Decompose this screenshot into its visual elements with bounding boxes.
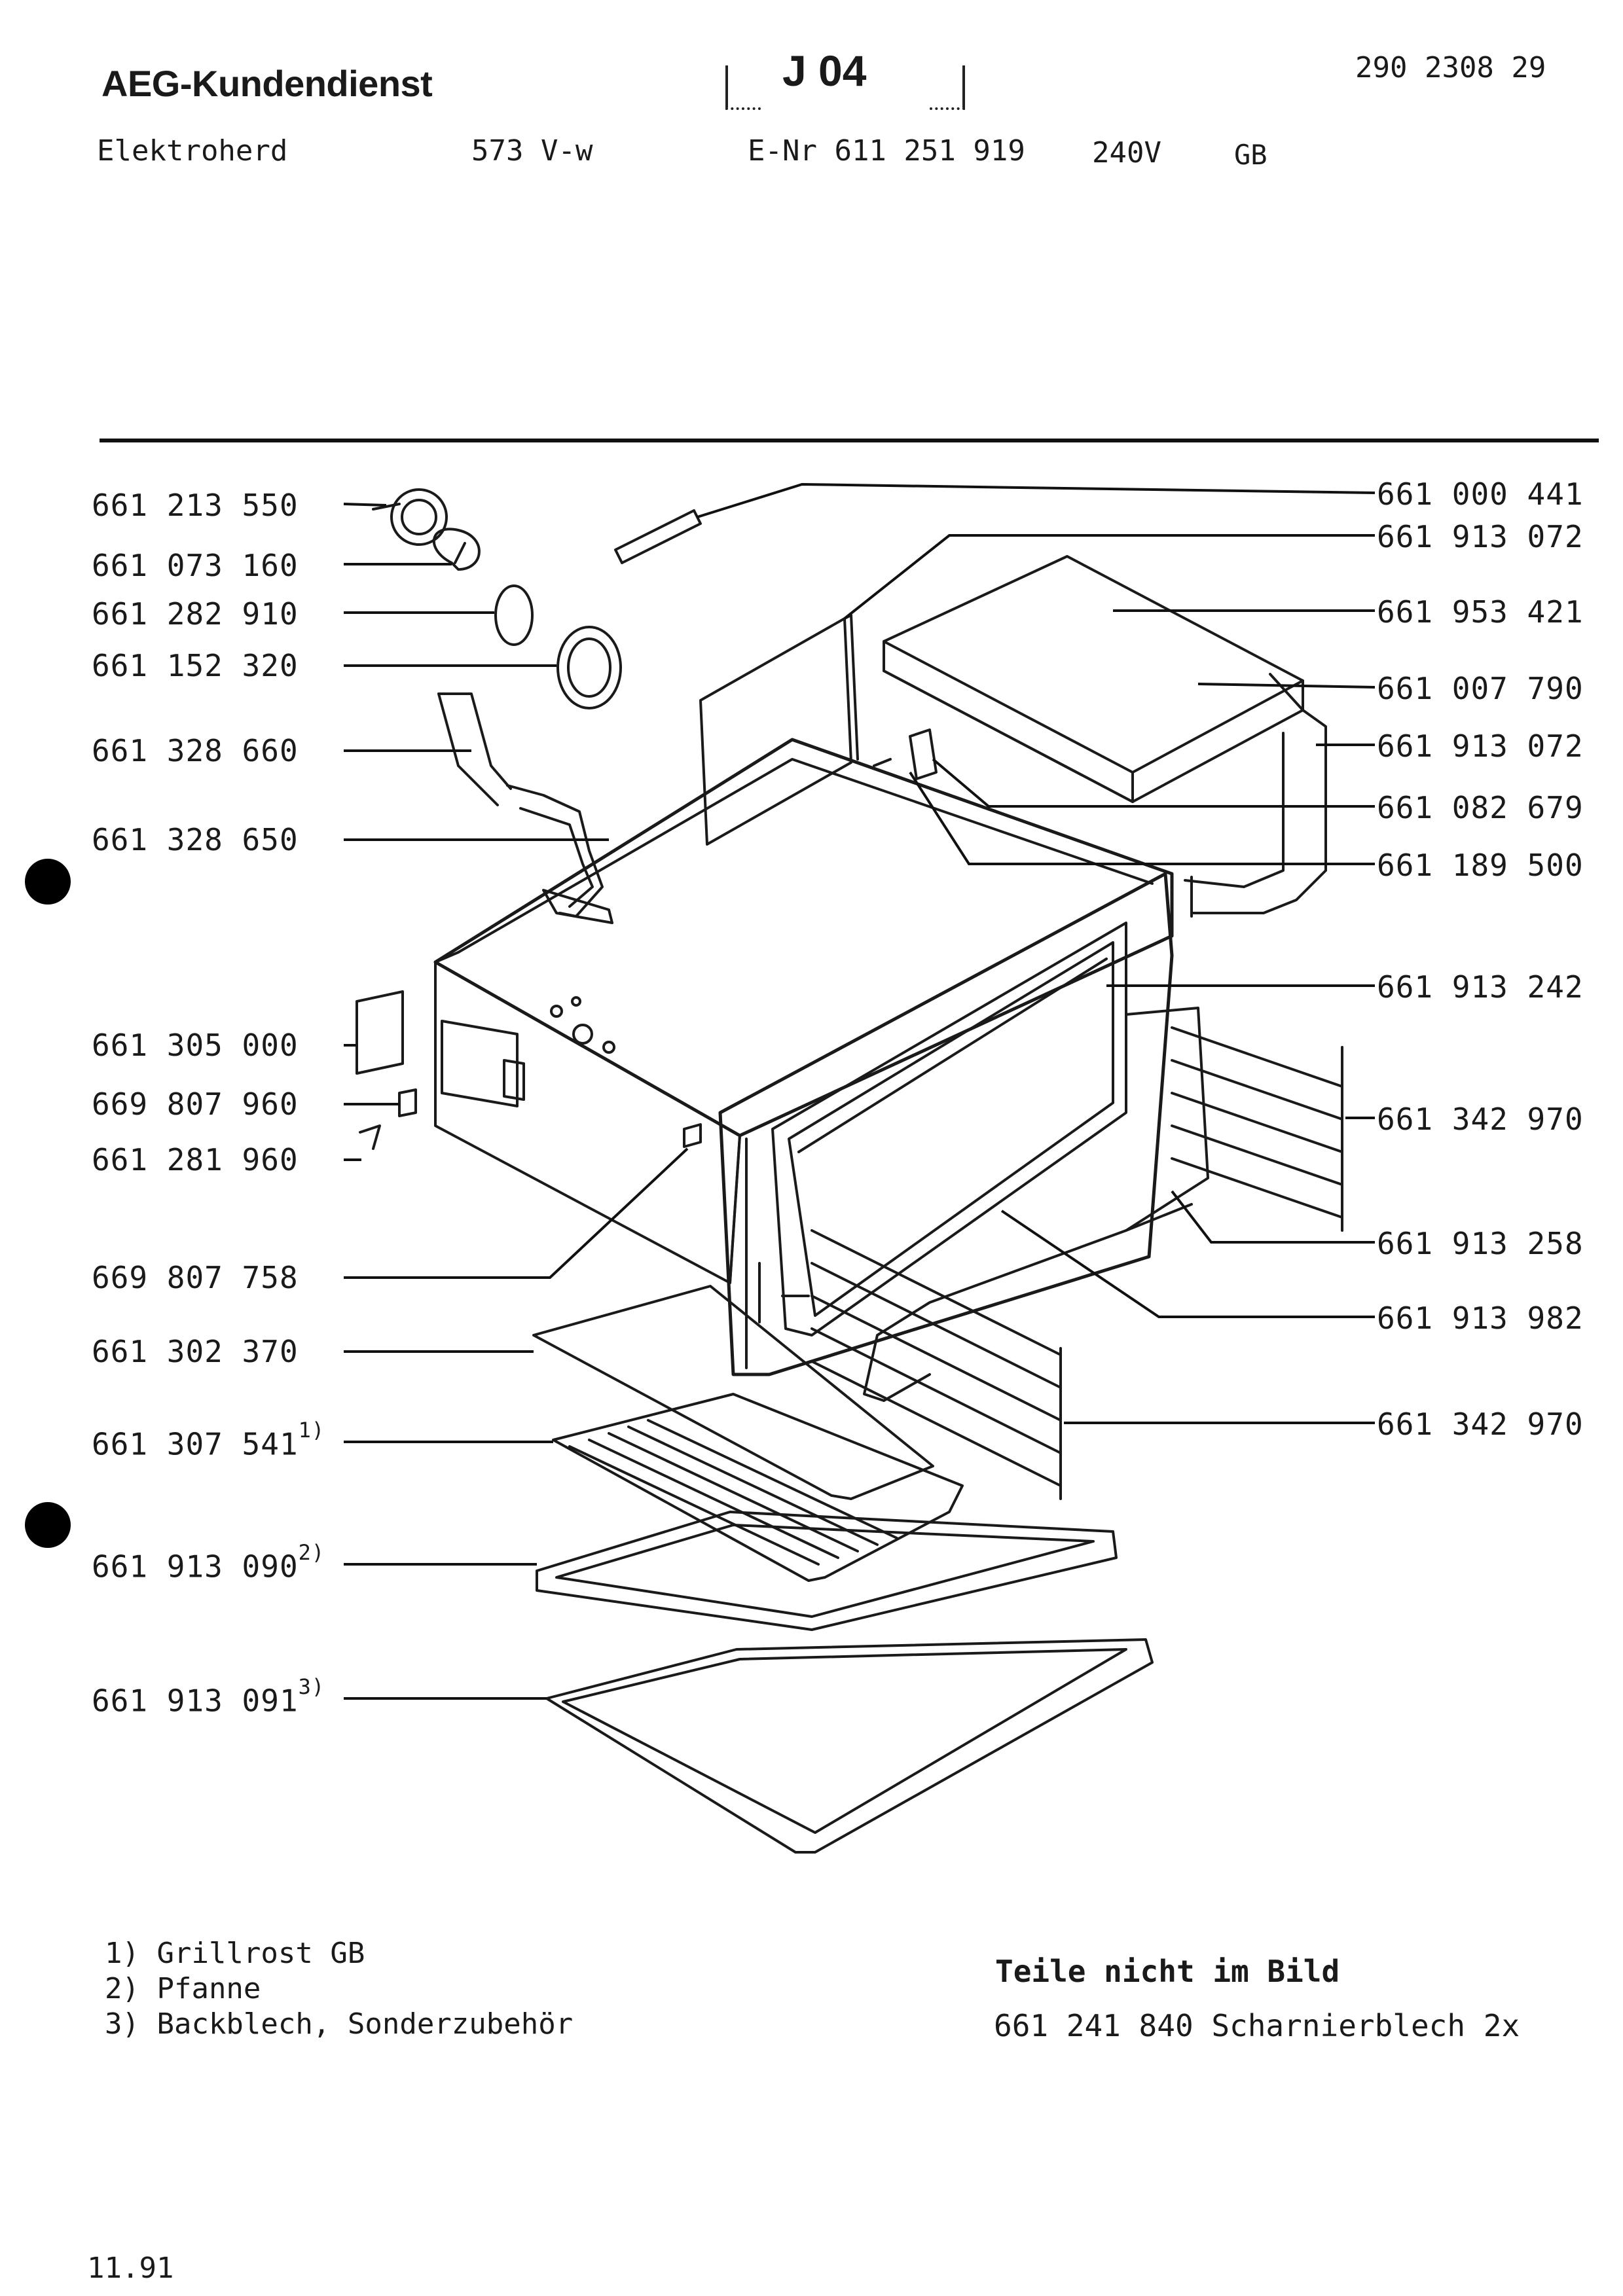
punch-hole <box>25 859 71 905</box>
document-number: 290 2308 29 <box>1355 51 1546 84</box>
leader-lines-right <box>697 482 1376 1424</box>
hinge-part <box>909 728 938 780</box>
brand-title: AEG-Kundendienst <box>101 63 433 104</box>
part-number-left: 661 913 0913) <box>92 1674 325 1719</box>
screw-part-2 <box>873 758 892 767</box>
part-number-left: 661 307 5411) <box>92 1418 325 1462</box>
insulation-block <box>883 555 1327 918</box>
part-number-right: 661 913 072 <box>1377 519 1584 554</box>
part-number-right: 661 082 679 <box>1377 790 1584 825</box>
rear-panel <box>699 614 859 846</box>
punch-hole <box>25 1502 71 1548</box>
side-rail-right <box>1171 1026 1343 1232</box>
clip-part-2 <box>683 1123 702 1148</box>
footnote-ref: 2) <box>298 1540 325 1565</box>
part-number-left: 661 073 160 <box>92 548 299 583</box>
footnote-1: 1) Grillrost GB <box>105 1937 365 1970</box>
footnote-3: 3) Backblech, Sonderzubehör <box>105 2007 574 2041</box>
part-number-left: 661 305 000 <box>92 1028 299 1063</box>
part-number-right: 661 953 421 <box>1377 594 1584 630</box>
voltage: 240V <box>1092 136 1161 170</box>
part-number-right: 661 189 500 <box>1377 848 1584 883</box>
heating-element <box>863 1007 1209 1402</box>
part-number-left: 661 281 960 <box>92 1142 299 1177</box>
section-code: J 04 <box>782 46 867 95</box>
part-number-right: 661 000 441 <box>1377 476 1584 512</box>
part-number-right: 661 913 072 <box>1377 728 1584 764</box>
oven-front-frame <box>718 872 1174 1376</box>
clip-part <box>398 1088 417 1117</box>
not-shown-item: 661 241 840 Scharnierblech 2x <box>994 2008 1520 2043</box>
part-number-left: 661 913 0902) <box>92 1540 325 1585</box>
e-number: E-Nr 611 251 919 <box>748 134 1025 168</box>
part-number-right: 661 913 242 <box>1377 969 1584 1005</box>
part-number-right: 661 342 970 <box>1377 1407 1584 1442</box>
oven-body <box>433 738 1174 1284</box>
screw-part <box>359 1124 381 1150</box>
device-type: Elektroherd <box>97 134 288 168</box>
lamp-assembly <box>372 488 622 709</box>
part-number-left: 661 328 650 <box>92 822 299 857</box>
grill-rack <box>552 1393 964 1582</box>
part-number-left: 669 807 960 <box>92 1086 299 1122</box>
part-number-left: 661 152 320 <box>92 648 299 683</box>
bracket-part <box>356 990 404 1075</box>
part-number-left: 669 807 758 <box>92 1260 299 1295</box>
handle <box>614 509 702 564</box>
footer-date: 11.91 <box>87 2251 174 2285</box>
tube-assembly <box>437 692 613 924</box>
part-number-left: 661 282 910 <box>92 596 299 632</box>
baking-tray <box>545 1638 1154 1854</box>
side-rail-lower <box>811 1229 1062 1500</box>
footnote-2: 2) Pfanne <box>105 1972 261 2005</box>
part-number-right: 661 007 790 <box>1377 671 1584 706</box>
header-rule <box>100 439 1599 442</box>
part-number-left: 661 213 550 <box>92 488 299 523</box>
model-number: 573 V-w <box>471 134 593 168</box>
tray-1 <box>532 1285 934 1500</box>
part-number-left: 661 328 660 <box>92 733 299 768</box>
code-bracket-left <box>725 65 761 110</box>
part-number-right: 661 342 970 <box>1377 1102 1584 1137</box>
footnote-ref: 3) <box>298 1674 325 1699</box>
not-shown-title: Teile nicht im Bild <box>995 1954 1340 1989</box>
part-number-left: 661 302 370 <box>92 1334 299 1369</box>
country-code: GB <box>1234 139 1267 171</box>
pan <box>536 1511 1118 1631</box>
part-number-right: 661 913 982 <box>1377 1300 1584 1336</box>
leader-lines-left <box>343 503 689 1700</box>
code-bracket-right <box>930 65 965 110</box>
footnote-ref: 1) <box>298 1418 325 1443</box>
part-number-right: 661 913 258 <box>1377 1226 1584 1261</box>
